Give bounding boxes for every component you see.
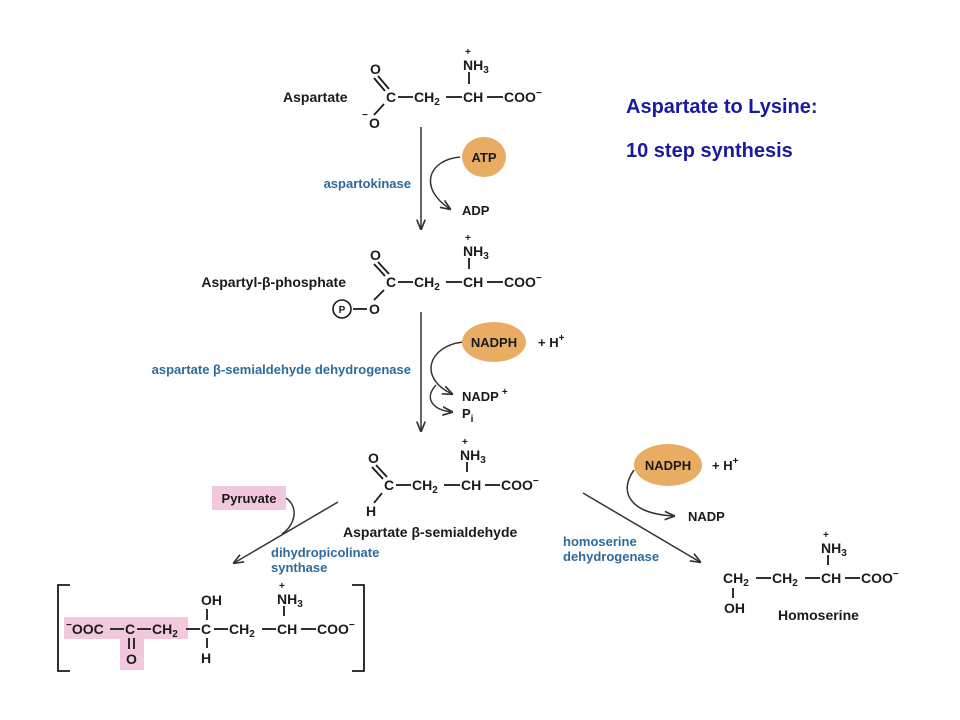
enzyme-dhdps-line1: dihydropicolinate [271, 545, 379, 560]
amino-group: NH3 [821, 540, 847, 559]
atom-o: O [369, 115, 380, 131]
phosphate-circle [332, 299, 352, 319]
pyruvate-derived-highlight [64, 617, 188, 639]
atp-oval [462, 137, 506, 177]
ooc-group: −OOC [66, 620, 104, 637]
atom-c: C [386, 89, 396, 105]
aspartate-structure: Aspartate O C − O CH2 CH NH3 + COO− [283, 47, 542, 131]
h-plus-label-2: + H+ [712, 456, 739, 473]
semialdehyde-structure: O C H CH2 CH NH3 + COO− Aspartate β-semi… [343, 437, 539, 540]
atom-o: O [126, 651, 137, 667]
enzyme-hsd-line1: homoserine [563, 534, 637, 549]
pyruvate-label: Pyruvate [222, 491, 277, 506]
semialdehyde-label: Aspartate β-semialdehyde [343, 524, 517, 540]
h-plus-label: + H+ [538, 333, 565, 350]
ch2-group: CH2 [152, 621, 178, 640]
nadp-label: NADP [688, 509, 725, 524]
charge-plus: + [462, 437, 468, 448]
homoserine-label: Homoserine [778, 607, 859, 623]
enzyme-dhdps-line2: synthase [271, 560, 327, 575]
bracketed-intermediate: −OOC C O CH2 C OH H CH2 CH NH3 + COO− [57, 581, 365, 672]
ch-group: CH [461, 477, 481, 493]
carboxylate-group: COO− [504, 273, 542, 290]
atom-h: H [201, 650, 211, 666]
amino-group: NH3 [277, 591, 303, 610]
cofactor-arrow-nadph [430, 341, 464, 394]
title-line-1: Aspartate to Lysine: [626, 96, 818, 118]
ch2-group: CH2 [229, 621, 255, 640]
ch-group: CH [821, 570, 841, 586]
pyruvate-arrow [281, 497, 295, 535]
charge-plus: + [465, 233, 471, 244]
cofactor-arrow-nadph-2 [626, 469, 674, 516]
enzyme-aspartokinase: aspartokinase [324, 176, 411, 191]
atom-c: C [125, 621, 135, 637]
nadph-label: NADPH [471, 335, 517, 350]
aspartyl-phosphate-label: Aspartyl-β-phosphate [201, 274, 346, 290]
enzyme-semialdehyde-dehydrogenase: aspartate β-semialdehyde dehydrogenase [152, 362, 411, 377]
atp-label: ATP [471, 150, 496, 165]
phosphate-p: P [339, 305, 346, 316]
carboxylate-group: COO− [317, 620, 355, 637]
enzyme-hsd-line2: dehydrogenase [563, 549, 659, 564]
carboxylate-group: COO− [861, 569, 899, 586]
ch2-group: CH2 [772, 570, 798, 589]
bracket-right [352, 584, 365, 672]
carboxylate-group: COO− [501, 476, 539, 493]
atom-o: O [368, 450, 379, 466]
nadp-plus-label: NADP+ [462, 387, 508, 404]
nadph-oval-2 [634, 444, 702, 486]
atom-c: C [201, 621, 211, 637]
carboxylate-group: COO− [504, 88, 542, 105]
reaction-arrow-hsd [582, 492, 700, 562]
ch-group: CH [277, 621, 297, 637]
hydroxyl-group: OH [724, 600, 745, 616]
aspartate-label: Aspartate [283, 89, 348, 105]
cofactor-arrow-atp [429, 156, 461, 209]
ch-group: CH [463, 274, 483, 290]
charge-plus: + [465, 47, 471, 58]
hydroxyl-group: OH [201, 592, 222, 608]
ch2-group: CH2 [414, 274, 440, 293]
nadph-label-2: NADPH [645, 458, 691, 473]
ch2-group: CH2 [723, 570, 749, 589]
nadph-oval [462, 322, 526, 362]
ch-group: CH [463, 89, 483, 105]
title-line-2: 10 step synthesis [626, 140, 793, 162]
atom-c: C [384, 477, 394, 493]
charge-plus: + [279, 581, 285, 592]
atom-c: C [386, 274, 396, 290]
atom-o: O [370, 61, 381, 77]
charge-minus: − [362, 110, 368, 121]
atom-h: H [366, 503, 376, 519]
ch2-group: CH2 [414, 89, 440, 108]
charge-plus: + [823, 530, 829, 541]
atom-o: O [370, 247, 381, 263]
pyruvate-highlight [212, 486, 286, 510]
aspartyl-phosphate-structure: Aspartyl-β-phosphate O C O P CH2 CH NH3 … [201, 233, 542, 319]
pi-release-arrow [429, 384, 452, 412]
amino-group: NH3 [460, 447, 486, 466]
pyruvate-derived-highlight-2 [120, 638, 144, 670]
homoserine-structure: CH2 CH2 CH NH3 + COO− OH Homoserine [723, 530, 899, 623]
amino-group: NH3 [463, 243, 489, 262]
reaction-arrow-dhdps [234, 501, 339, 563]
atom-o: O [369, 301, 380, 317]
amino-group: NH3 [463, 57, 489, 76]
bracket-left [57, 584, 70, 672]
pi-label: Pi [462, 406, 474, 425]
ch2-group: CH2 [412, 477, 438, 496]
adp-label: ADP [462, 203, 490, 218]
